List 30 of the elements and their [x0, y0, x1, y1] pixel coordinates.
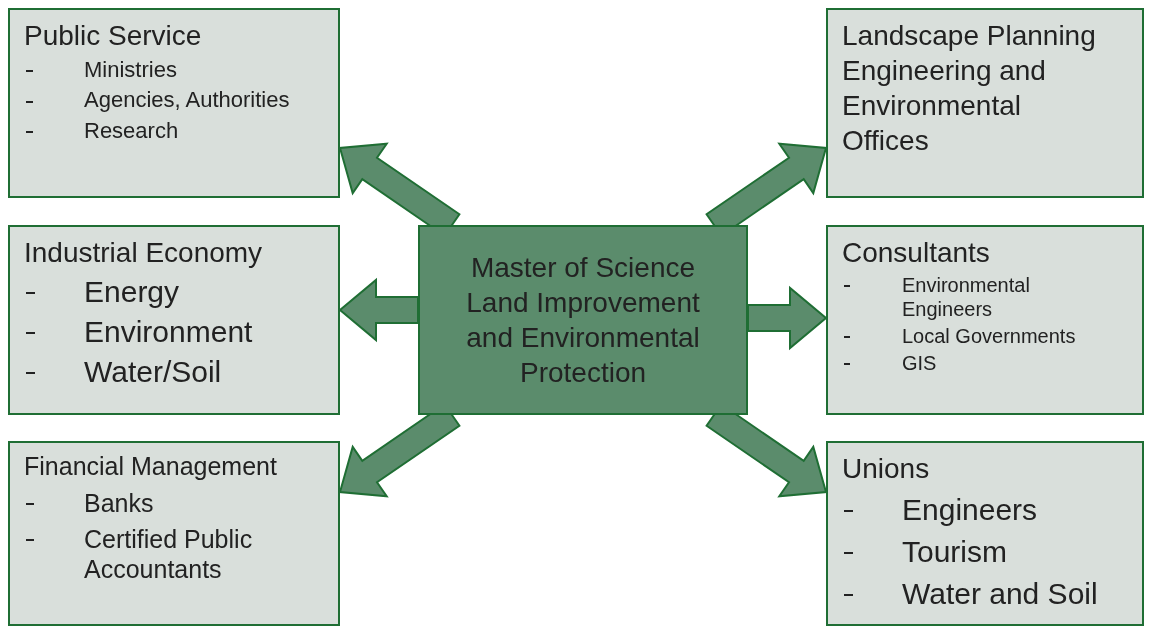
- center-box: [418, 225, 748, 415]
- block-arrow: [338, 277, 419, 343]
- list-item: Water/Soil: [84, 355, 222, 388]
- list-item: Agencies, Authorities: [84, 87, 290, 113]
- box-heading: Landscape Planning Engineering and Environmental Offices: [842, 19, 1097, 158]
- list-item: Energy: [84, 275, 180, 308]
- list-item: Banks: [84, 489, 154, 518]
- list-item: Tourism: [902, 535, 1007, 568]
- category-box: [8, 8, 340, 198]
- list-item: Water and Soil: [902, 577, 1098, 610]
- box-heading: Public Service: [24, 19, 203, 53]
- category-box: [8, 225, 340, 415]
- block-arrow: [747, 285, 828, 351]
- list-item: GIS: [902, 352, 937, 374]
- list-item: Certified Public Accountants: [84, 525, 253, 584]
- category-box: [826, 225, 1144, 415]
- box-heading: Financial Management: [24, 451, 278, 482]
- list-item: Ministries: [84, 57, 177, 82]
- category-box: [826, 8, 1144, 198]
- list-item: Local Governments: [902, 325, 1076, 347]
- list-item: Research: [84, 117, 179, 143]
- box-heading: Industrial Economy: [24, 236, 264, 270]
- list-item: Environment: [84, 315, 253, 348]
- box-heading: Consultants: [842, 236, 991, 270]
- category-box: [826, 441, 1144, 626]
- list-item: Engineers: [902, 493, 1038, 526]
- box-heading: Unions: [842, 452, 931, 486]
- category-box: [8, 441, 340, 626]
- center-title: Master of Science Land Improvement and Environmental Protection: [465, 251, 701, 390]
- list-item: Environmental Engineers: [902, 274, 1030, 320]
